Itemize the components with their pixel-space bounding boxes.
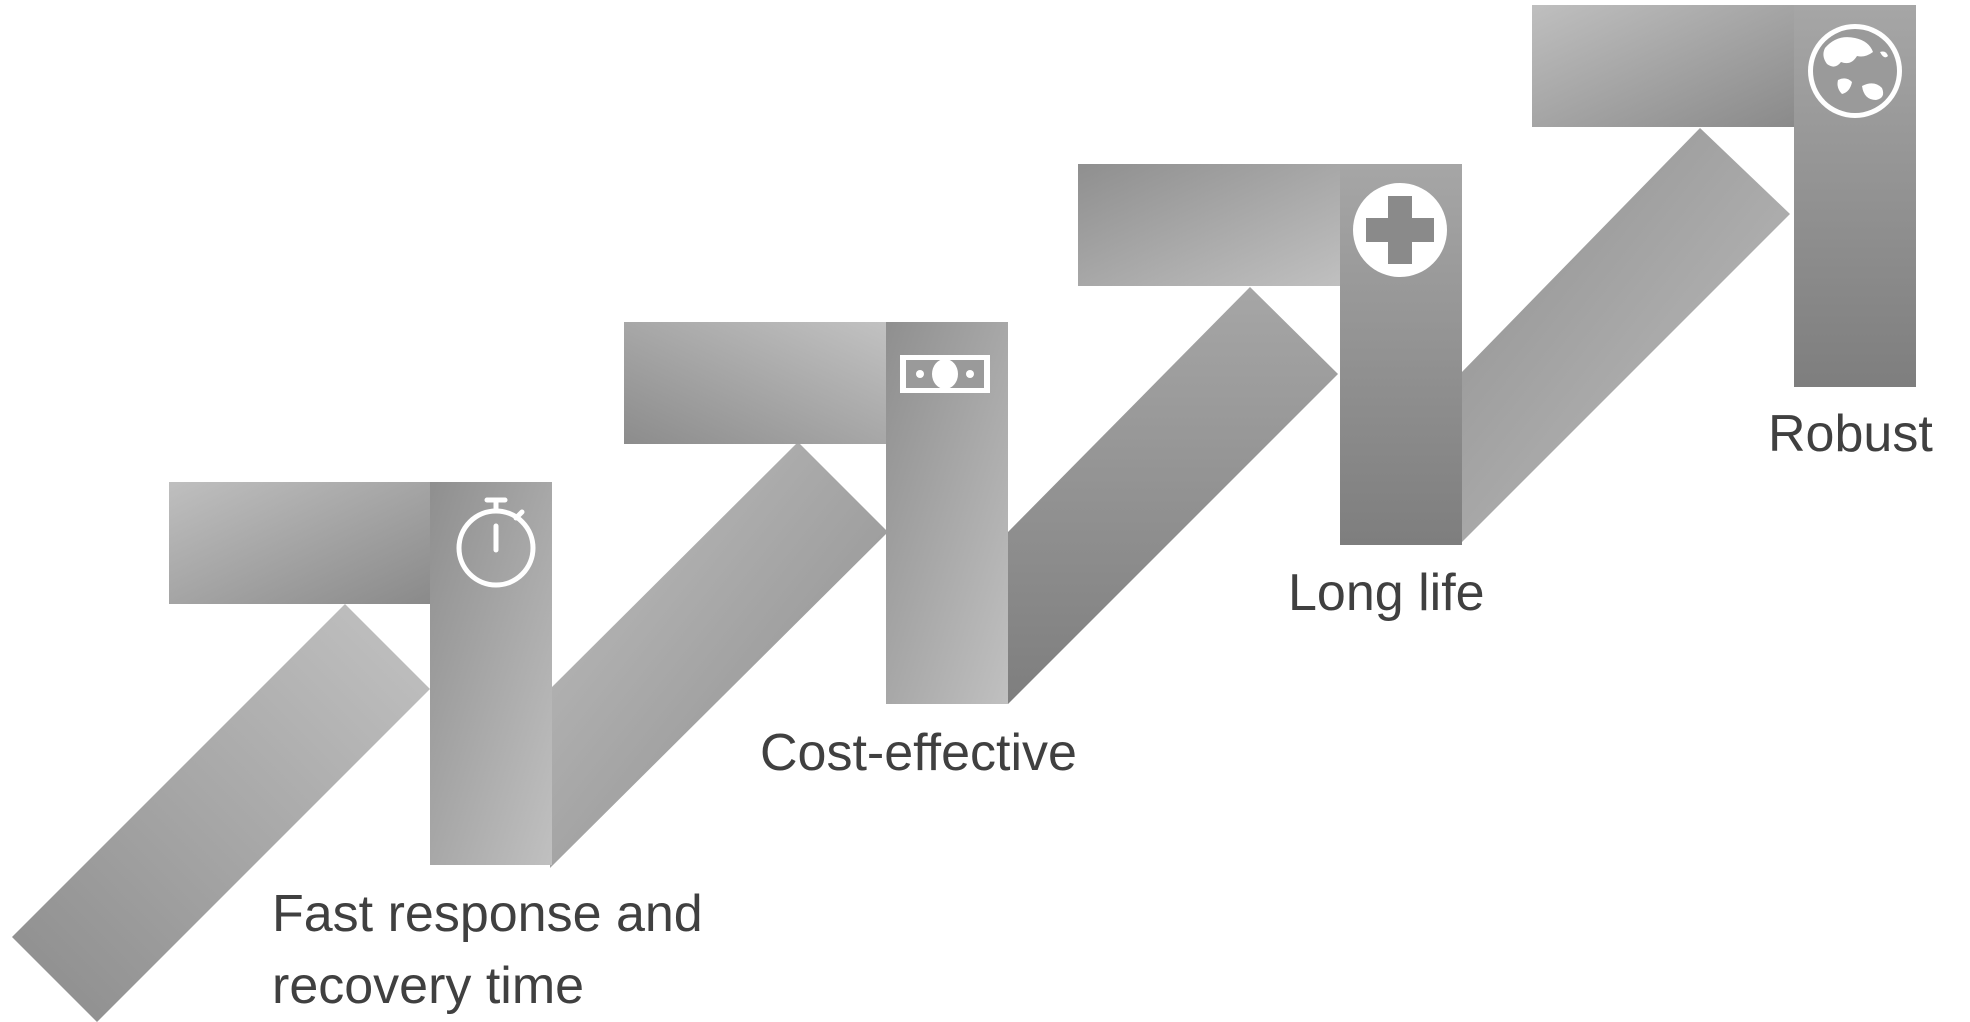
step-label-line: Cost-effective: [760, 724, 1077, 782]
medical-cross-icon: [1353, 183, 1447, 277]
diagonal-segment-4: [1460, 128, 1790, 544]
step-label-cost-effective: Cost-effective: [760, 717, 1077, 789]
diagonal-segment-1: [12, 604, 430, 1022]
step-label-robust: Robust: [1768, 398, 1933, 470]
step-label-long-life: Long life: [1288, 557, 1485, 629]
step-label-fast-response: Fast response and recovery time: [272, 878, 703, 1022]
diagonal-segment-3: [1008, 287, 1338, 704]
banknote-icon: [900, 355, 990, 393]
horizontal-bar-4: [1532, 5, 1794, 127]
step-label-line: Fast response and: [272, 885, 703, 943]
step-label-line: Robust: [1768, 405, 1933, 463]
horizontal-bar-3: [1078, 164, 1342, 286]
horizontal-bar-2: [624, 322, 888, 444]
stopwatch-icon: [456, 497, 536, 588]
globe-icon: [1808, 24, 1902, 118]
step-label-line: recovery time: [272, 957, 585, 1015]
diagonal-segment-2: [550, 442, 888, 868]
horizontal-bar-1: [169, 482, 431, 604]
step-label-line: Long life: [1288, 564, 1485, 622]
